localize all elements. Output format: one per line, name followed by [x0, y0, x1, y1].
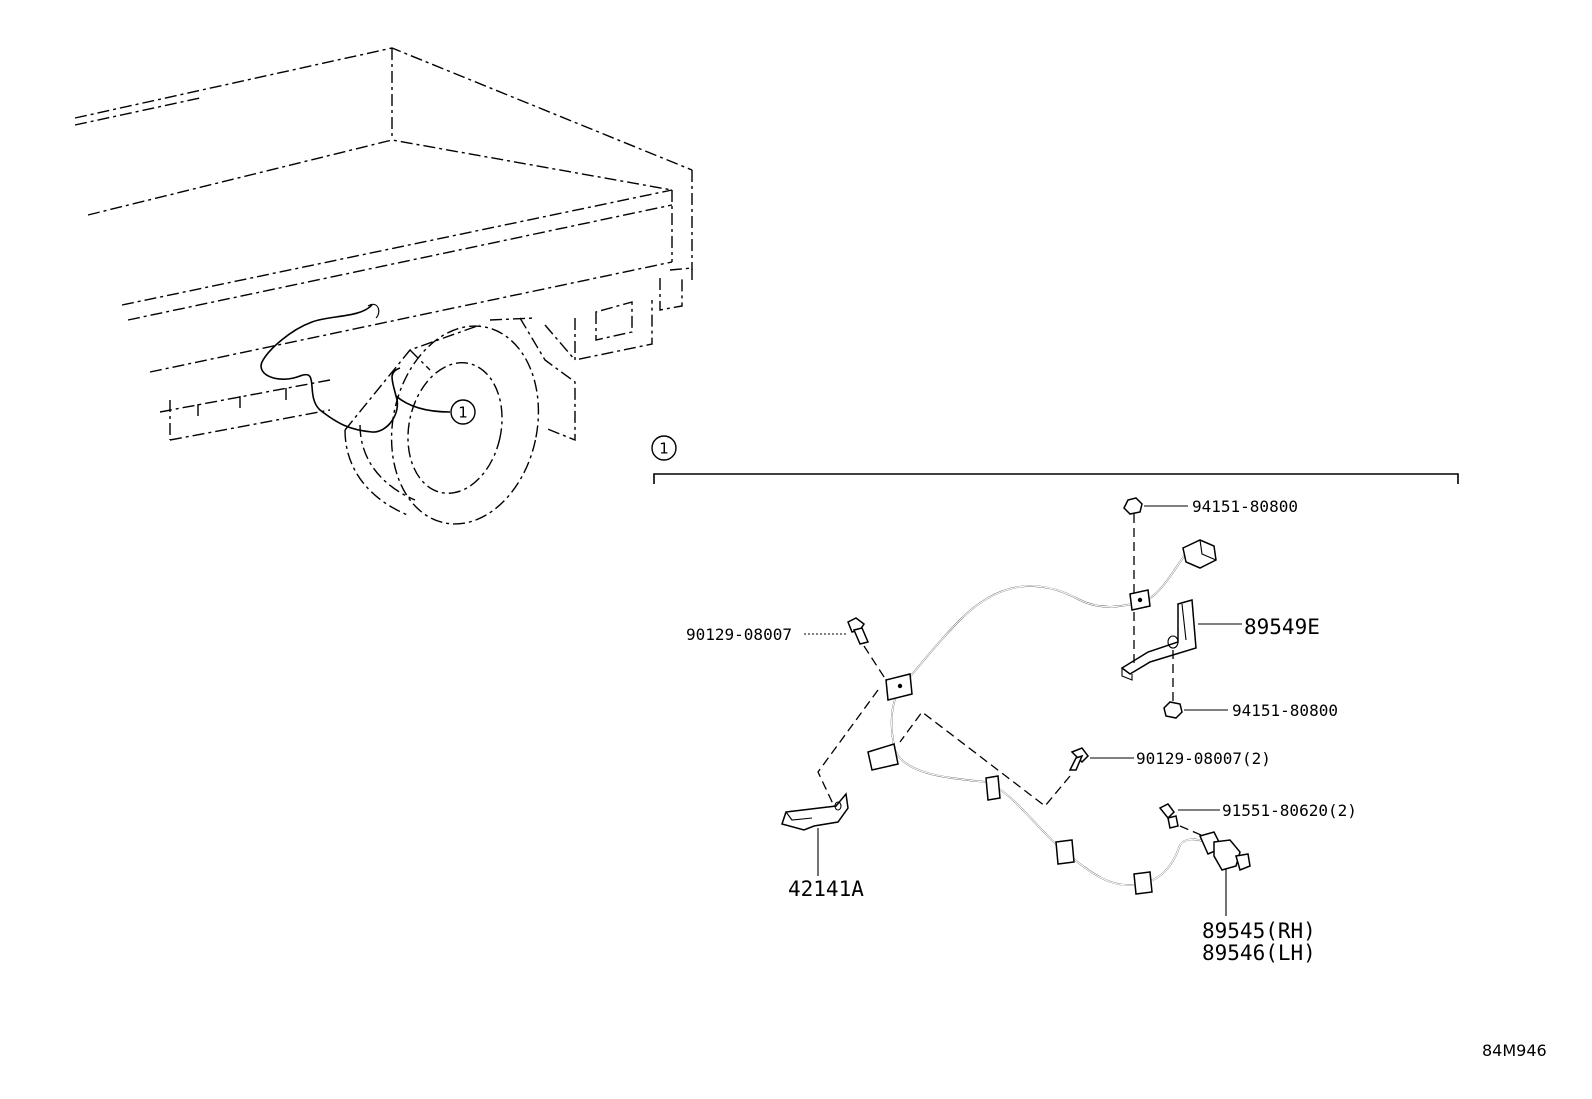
rear-wheel-outline	[344, 324, 540, 525]
clamp-42141a	[781, 689, 879, 876]
bolt-mid	[899, 711, 1134, 807]
vehicle-callout-number: 1	[458, 404, 468, 422]
section-header: 1	[651, 435, 1459, 484]
nut-lower	[1163, 650, 1228, 719]
label-sensor-lh: 89546(LH)	[1202, 941, 1316, 965]
nut-top	[1123, 497, 1188, 666]
diagram-code: 84M946	[1482, 1041, 1547, 1060]
label-nut-top: 94151-80800	[1192, 497, 1298, 516]
label-sensor-rh: 89545(RH)	[1202, 919, 1316, 943]
speed-sensor	[1198, 831, 1251, 916]
bracket-89549e	[1120, 599, 1242, 681]
label-bracket-89549e: 89549E	[1244, 615, 1320, 639]
label-clamp-42141a: 42141A	[788, 877, 864, 901]
section-callout-number: 1	[659, 440, 669, 458]
vehicle-callout: 1	[450, 399, 476, 425]
vehicle-harness-route	[260, 303, 451, 433]
label-bolt-sensor: 91551-80620(2)	[1222, 801, 1357, 820]
label-bolt-left: 90129-08007	[686, 625, 792, 644]
abs-sensor-harness	[867, 539, 1217, 895]
label-bolt-mid: 90129-08007(2)	[1136, 749, 1271, 768]
label-nut-lower: 94151-80800	[1232, 701, 1338, 720]
truck-bed-outline	[74, 47, 693, 442]
bolt-left	[804, 617, 887, 681]
